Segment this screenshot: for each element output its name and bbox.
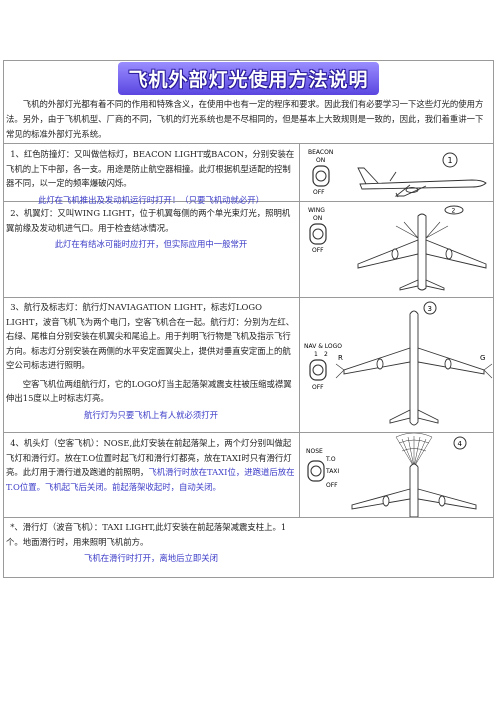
section-text: 2、机翼灯：又叫WING LIGHT，位于机翼每侧的两个单光束灯光，照明机翼前缘… [6,208,291,233]
airplane-top-icon [343,310,485,426]
switch-off-label: OFF [312,384,324,391]
switch-top-label: NOSE [306,448,323,455]
section-text-2: 空客飞机位两组航行灯，它的LOGO灯当主起落架减震支柱被压缩或襟翼伸出15度以上… [6,378,292,404]
figure-number-badge [423,301,437,315]
section-nav-logo: 3、航行及标志灯：航行灯NAVIAGATION LIGHT，标志灯LOGO LI… [6,300,296,422]
section-text: 3、航行及标志灯：航行灯NAVIAGATION LIGHT，标志灯LOGO LI… [6,302,295,370]
beacon-figure: BEACON ON OFF 1 [300,144,493,200]
section-nose: 4、机头灯（空客飞机）：NOSE,此灯安装在前起落架上，两个灯分别叫做起飞灯和滑… [6,436,296,494]
switch-mid-label: 2 [324,351,328,358]
switch-top-label: NAV & LOGO [304,343,342,350]
section-beacon: 1、红色防撞灯：又叫做信标灯，BEACON LIGHT或BACON，分别安装在飞… [6,147,296,207]
column-divider [299,143,300,517]
wing-figure: WING ON OFF 2 [300,202,493,296]
switch-on-label: 1 [314,351,318,358]
switch-off-label: OFF [326,482,338,489]
switch-top-label: BEACON [308,149,333,156]
section-text-b: 飞机滑行时放在TAXI位，进跑道后放在T.O位置。飞机起飞后关闭。前起落架收起时… [6,467,295,492]
section-text: *、滑行灯（波音飞机）：TAXI LIGHT,此灯安装在前起落架减震支柱上。1个… [6,522,287,547]
table-frame [3,60,494,578]
nav-light-beam-icon [335,363,493,379]
switch-on-label: ON [316,157,325,164]
section-text-a: 4、机头灯（空客飞机）：NOSE,此灯安装在前起落架上，两个灯分别叫做起飞灯和滑… [6,438,292,477]
switch-off-label: OFF [312,247,324,254]
switch-taxi-label: TAXI [325,468,339,475]
section-note: 此灯在飞机推出及发动机运行时打开！（只要飞机动就必开） [37,194,265,205]
section-note: 飞机在滑行时打开，离地后立即关闭 [84,553,218,563]
switch-on-label: ON [313,215,322,222]
section-wing: 2、机翼灯：又叫WING LIGHT，位于机翼每侧的两个单光束灯光，照明机翼前缘… [6,206,296,252]
figure-number: 1 [448,156,453,165]
row-divider [3,201,494,202]
switch-top-label: WING [308,207,325,214]
nose-switch-icon[interactable] [307,460,325,482]
beacon-switch-icon[interactable] [312,165,330,187]
row-divider [3,143,494,144]
figure-number-badge [442,152,458,168]
row-divider [3,432,494,433]
section-note: 此灯在有结冰可能时应打开，但实际应用中一般常开 [54,239,248,249]
page-title: 飞机外部灯光使用方法说明 [118,62,379,95]
nav-logo-figure: NAV & LOGO 1 2 OFF 3 R G [300,298,493,431]
wing-switch-icon[interactable] [309,223,327,245]
switch-knob-icon [312,228,324,240]
airplane-side-icon [357,167,487,198]
switch-knob-icon [310,465,322,477]
figure-number-badge [453,436,467,450]
nav-logo-switch-icon[interactable] [309,359,327,381]
title-area: 飞机外部灯光使用方法说明 [3,62,494,95]
switch-off-label: OFF [313,189,325,196]
section-text: 1、红色防撞灯：又叫做信标灯，BEACON LIGHT或BACON，分别安装在飞… [6,149,295,188]
row-divider [3,297,494,298]
red-light-label: R [338,354,343,362]
nose-figure: NOSE T.O TAXI OFF 4 [300,432,493,518]
section-taxi: *、滑行灯（波音飞机）：TAXI LIGHT,此灯安装在前起落架减震支柱上。1个… [6,520,296,566]
wing-light-beam-icon [395,221,449,239]
light-beam-fan-icon [395,432,433,468]
section-text: 4、机头灯（空客飞机）：NOSE,此灯安装在前起落架上，两个灯分别叫做起飞灯和滑… [6,436,296,494]
section-note: 航行灯为只要飞机上有人就必须打开 [84,409,218,420]
row-divider [3,517,494,518]
green-light-label: G [480,354,485,362]
switch-knob-icon [312,364,324,376]
intro-paragraph: 飞机的外部灯光都有着不同的作用和特殊含义，在使用中也有一定的程序和要求。因此我们… [6,99,484,139]
figure-number-badge [444,205,464,215]
figure-number: 2 [452,208,456,215]
figure-number: 3 [428,305,432,313]
switch-knob-icon [315,170,327,182]
airplane-top-icon [357,213,487,291]
switch-to-label: T.O [325,456,336,463]
figure-number: 4 [458,440,463,448]
airplane-top-icon [351,463,477,518]
